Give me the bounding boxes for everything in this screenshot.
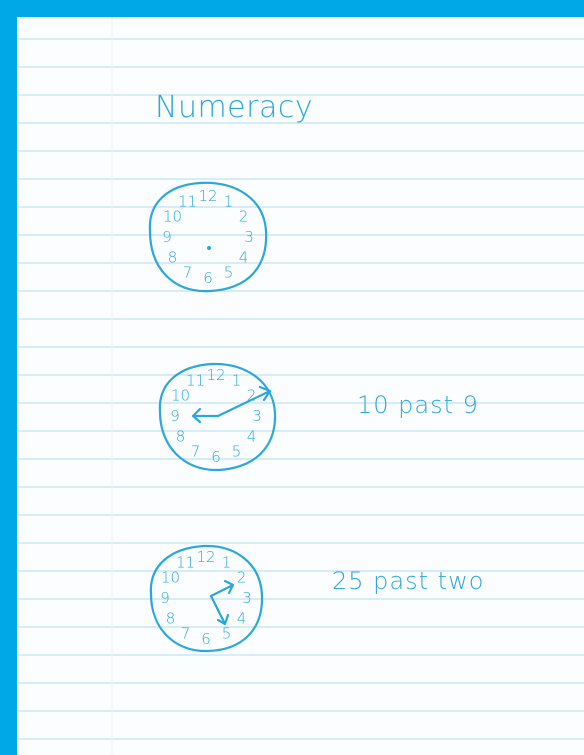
clock-numeral: 12 bbox=[196, 548, 215, 566]
clock-numeral: 11 bbox=[186, 372, 205, 390]
clock-numeral: 8 bbox=[166, 610, 176, 628]
clock-numeral: 1 bbox=[224, 193, 234, 211]
clock-numeral: 8 bbox=[176, 428, 186, 446]
caption-ten-past-nine: 10 past 9 bbox=[357, 391, 479, 419]
clock-numeral: 4 bbox=[239, 249, 249, 267]
clock-numeral: 3 bbox=[252, 407, 262, 425]
caption-twenty-five-past-two: 25 past two bbox=[332, 567, 484, 595]
page-title: Numeracy bbox=[155, 90, 313, 125]
clock-numeral: 6 bbox=[211, 448, 221, 466]
clock-numeral: 8 bbox=[168, 249, 178, 267]
clock-numeral: 3 bbox=[242, 589, 252, 607]
minute-hand bbox=[218, 387, 270, 416]
clock-numeral: 9 bbox=[160, 589, 170, 607]
clock-numeral: 4 bbox=[237, 610, 247, 628]
clock-numeral: 11 bbox=[178, 193, 197, 211]
clock-numeral: 5 bbox=[222, 625, 232, 643]
hour-hand bbox=[211, 581, 233, 596]
clock-numeral: 11 bbox=[176, 554, 195, 572]
clock-numeral: 9 bbox=[162, 228, 172, 246]
clock-numeral: 4 bbox=[247, 428, 257, 446]
clock-numeral: 6 bbox=[203, 269, 213, 287]
clock-numeral: 1 bbox=[232, 372, 242, 390]
clock-numeral: 5 bbox=[232, 443, 242, 461]
clock-numeral: 1 bbox=[222, 554, 232, 572]
ruled-lines bbox=[17, 39, 584, 739]
clock-numeral: 7 bbox=[181, 625, 191, 643]
clock-numeral: 2 bbox=[239, 208, 249, 226]
clock-numeral: 12 bbox=[198, 187, 217, 205]
clock-numeral: 9 bbox=[170, 407, 180, 425]
clock-numeral: 2 bbox=[237, 569, 247, 587]
clock-numeral: 12 bbox=[206, 366, 225, 384]
clock-numeral: 7 bbox=[191, 443, 201, 461]
minute-hand bbox=[211, 596, 228, 624]
clock-numeral: 6 bbox=[201, 630, 211, 648]
clock-numeral: 7 bbox=[183, 264, 193, 282]
clock-center-dot bbox=[207, 246, 211, 250]
clock-numeral: 3 bbox=[244, 228, 254, 246]
clock-numeral: 5 bbox=[224, 264, 234, 282]
hour-hand bbox=[193, 409, 218, 422]
